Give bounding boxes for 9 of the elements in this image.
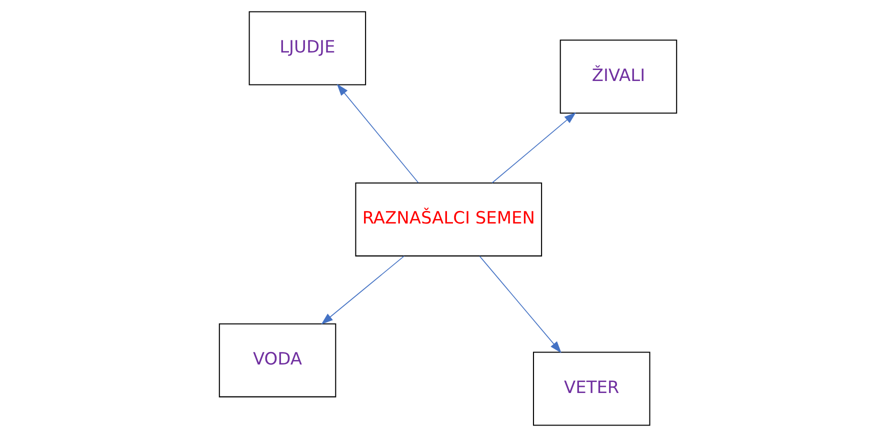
arrow xyxy=(321,256,405,324)
arrow xyxy=(336,84,419,184)
node-box: VODA xyxy=(218,323,336,398)
arrow xyxy=(492,112,576,184)
arrow xyxy=(479,256,562,354)
node-box: ŽIVALI xyxy=(560,40,678,114)
node-box: VETER xyxy=(532,352,650,426)
node-box: RAZNAŠALCI SEMEN xyxy=(355,182,542,256)
node-box: LJUDJE xyxy=(248,11,366,86)
